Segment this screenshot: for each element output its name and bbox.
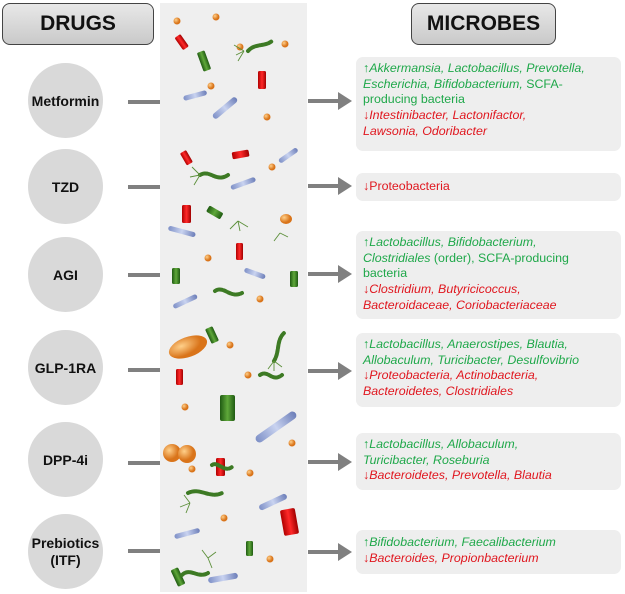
right-arrow-icon	[308, 265, 352, 283]
microbe-line: ↑Bifidobacterium, Faecalibacterium	[363, 535, 615, 551]
microbe-box: ↑Bifidobacterium, Faecalibacterium↓Bacte…	[356, 530, 621, 574]
decreased-taxa-text: Bacteroides, Propionbacterium	[369, 550, 539, 565]
drug-label: Metformin	[31, 92, 100, 109]
right-arrow-icon	[308, 177, 352, 195]
drug-circle-prebiotics: Prebiotics (ITF)	[28, 514, 103, 589]
increased-taxa-text: Bifidobacterium, Faecalibacterium	[369, 535, 556, 549]
microbe-box: ↓Proteobacteria	[356, 173, 621, 201]
right-arrow-icon	[308, 453, 352, 471]
microbe-line: Allobaculum, Turicibacter, Desulfovibrio	[363, 353, 615, 369]
microbe-line: ↓Intestinibacter, Lactonifactor,	[363, 108, 615, 124]
decreased-taxa-text: ↓	[363, 368, 370, 383]
increased-taxa-text: Akkermansia, Lactobacillus, Prevotella,	[369, 61, 585, 75]
increased-taxa-text: ↑	[363, 235, 370, 249]
drugs-header: DRUGS	[2, 3, 154, 45]
connector-line	[128, 273, 160, 277]
increased-taxa-text: ↑	[363, 337, 370, 351]
microbe-line: producing bacteria	[363, 92, 615, 108]
microbe-line: Bacteroidaceae, Coriobacteriaceae	[363, 298, 615, 314]
decreased-taxa-text: Intestinibacter, Lactonifactor,	[369, 108, 527, 123]
drug-circle-tzd: TZD	[28, 149, 103, 224]
drug-label: TZD	[51, 178, 80, 195]
decreased-taxa-text: ↓	[363, 550, 370, 565]
increased-taxa-text: ↑	[363, 535, 370, 549]
increased-taxa-text: ↑	[363, 437, 370, 451]
microbe-box: ↑Lactobacillus, Anaerostipes, Blautia,Al…	[356, 333, 621, 407]
orange-cocci	[163, 13, 296, 563]
increased-taxa-text: Clostridiales	[363, 250, 431, 265]
microbe-line: ↓Proteobacteria	[363, 179, 615, 195]
microbe-line: Escherichia, Bifidobacterium, SCFA-	[363, 77, 615, 93]
decreased-taxa-text: Clostridium, Butyricicoccus,	[369, 282, 521, 297]
microbes-header: MICROBES	[411, 3, 556, 45]
microbe-line: ↓Bacteroidetes, Prevotella, Blautia	[363, 468, 615, 484]
drug-circle-agi: AGI	[28, 237, 103, 312]
drug-circle-glp1ra: GLP-1RA	[28, 330, 103, 405]
decreased-taxa-text: Lawsonia, Odoribacter	[363, 123, 487, 138]
connector-line	[128, 549, 160, 553]
microbe-line: Bacteroidetes, Clostridiales	[363, 384, 615, 400]
flagellated-bacteria	[179, 44, 289, 569]
microbe-line: Lawsonia, Odoribacter	[363, 124, 615, 140]
microbe-box: ↑Lactobacillus, Allobaculum,Turicibacter…	[356, 433, 621, 490]
increased-taxa-text: ↑	[363, 61, 370, 75]
green-rod-bacteria	[171, 50, 298, 587]
increased-taxa-text: (order), SCFA-producing	[430, 250, 569, 265]
microbe-line: ↓Bacteroides, Propionbacterium	[363, 551, 615, 567]
microbe-line: ↓Proteobacteria, Actinobacteria,	[363, 368, 615, 384]
increased-taxa-text: Turicibacter, Roseburia	[363, 452, 490, 467]
increased-taxa-text: Lactobacillus, Allobaculum,	[369, 437, 519, 451]
drug-label: Prebiotics (ITF)	[31, 534, 100, 568]
right-arrow-icon	[308, 543, 352, 561]
increased-taxa-text: producing bacteria	[363, 92, 465, 107]
drug-label: DPP-4i	[42, 451, 89, 468]
decreased-taxa-text: Bacteroidetes, Prevotella, Blautia	[369, 468, 552, 483]
microbe-box: ↑Akkermansia, Lactobacillus, Prevotella,…	[356, 57, 621, 151]
connector-line	[128, 368, 160, 372]
increased-taxa-text: bacteria	[363, 266, 408, 281]
increased-taxa-text: Lactobacillus, Anaerostipes, Blautia,	[369, 337, 568, 351]
microbe-line: ↑Lactobacillus, Allobaculum,	[363, 437, 615, 453]
increased-taxa-text: SCFA-	[522, 76, 563, 91]
microbe-line: ↓Clostridium, Butyricicoccus,	[363, 282, 615, 298]
green-chain-bacteria	[180, 39, 286, 577]
red-rod-bacteria	[175, 34, 299, 536]
decreased-taxa-text: ↓	[363, 282, 370, 297]
increased-taxa-text: Lactobacillus, Bifidobacterium,	[369, 235, 537, 249]
microbe-line: Clostridiales (order), SCFA-producing	[363, 251, 615, 267]
right-arrow-icon	[308, 92, 352, 110]
microbe-line: bacteria	[363, 266, 615, 282]
microbe-line: ↑Lactobacillus, Bifidobacterium,	[363, 235, 615, 251]
drug-circle-dpp4i: DPP-4i	[28, 422, 103, 497]
decreased-taxa-text: Bacteroidaceae, Coriobacteriaceae	[363, 297, 557, 312]
decreased-taxa-text: ↓	[363, 468, 370, 483]
drug-circle-metformin: Metformin	[28, 63, 103, 138]
microbe-line: ↑Akkermansia, Lactobacillus, Prevotella,	[363, 61, 615, 77]
increased-taxa-text: Allobaculum, Turicibacter, Desulfovibrio	[363, 352, 580, 367]
decreased-taxa-text: Bacteroidetes, Clostridiales	[363, 384, 514, 399]
microbe-box: ↑Lactobacillus, Bifidobacterium,Clostrid…	[356, 231, 621, 319]
drug-label: GLP-1RA	[34, 359, 97, 376]
blue-rod-bacteria	[168, 90, 298, 584]
decreased-taxa-text: ↓	[363, 108, 370, 123]
microbe-line: ↑Lactobacillus, Anaerostipes, Blautia,	[363, 337, 615, 353]
microbe-illustration	[163, 13, 299, 587]
decreased-taxa-text: ↓Proteobacteria	[363, 179, 450, 193]
connector-line	[128, 100, 160, 104]
microbe-line: Turicibacter, Roseburia	[363, 453, 615, 469]
right-arrow-icon	[308, 362, 352, 380]
connector-line	[128, 461, 160, 465]
drug-label: AGI	[53, 266, 78, 283]
decreased-taxa-text: Proteobacteria, Actinobacteria,	[369, 368, 539, 383]
connector-line	[128, 185, 160, 189]
increased-taxa-text: Escherichia, Bifidobacterium,	[363, 76, 523, 91]
